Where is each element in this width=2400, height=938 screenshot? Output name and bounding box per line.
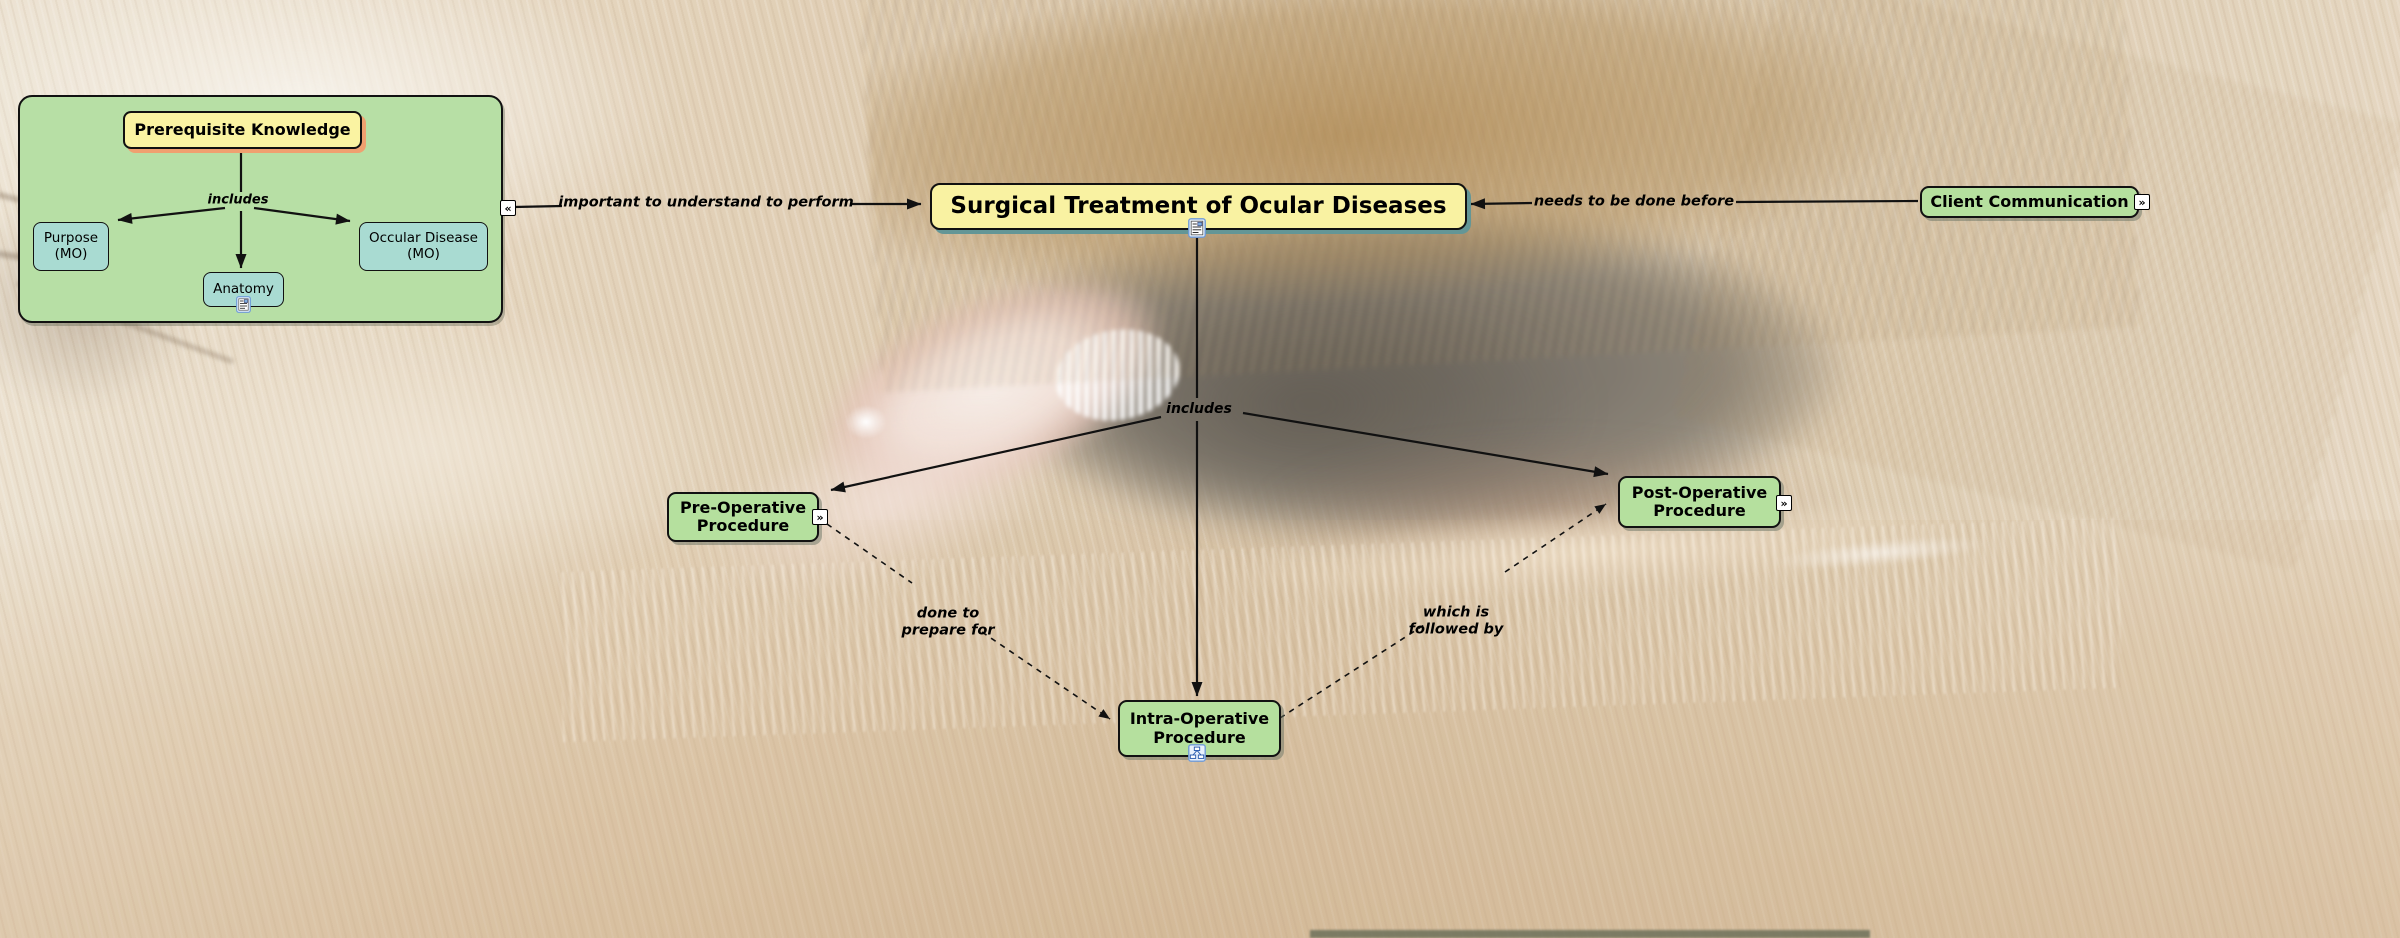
- dashed-line-followedby-to-postop[interactable]: [1504, 503, 1607, 573]
- node-label: Procedure: [1653, 501, 1746, 520]
- expand-icon[interactable]: »: [812, 509, 828, 525]
- expand-icon[interactable]: »: [1776, 495, 1792, 511]
- submap-icon[interactable]: [1188, 744, 1206, 762]
- dashed-line-intraop-to-followedby[interactable]: [1279, 624, 1425, 719]
- link-line-includes-to-postop[interactable]: [1242, 411, 1609, 478]
- node-label: Client Communication: [1930, 191, 2129, 211]
- node-label: Surgical Treatment of Ocular Diseases: [950, 193, 1447, 220]
- node-label: Purpose: [43, 229, 99, 246]
- link-line-client-to-needs[interactable]: [1735, 199, 1919, 204]
- node-post-operative-procedure[interactable]: Post-Operative Procedure: [1618, 476, 1781, 528]
- link-label-needs-to-be-done-before[interactable]: needs to be done before: [1533, 193, 1735, 210]
- dashed-line-doneto-to-intraop[interactable]: [981, 631, 1111, 720]
- node-client-communication[interactable]: Client Communication: [1920, 186, 2139, 218]
- resource-icon[interactable]: [236, 296, 251, 313]
- node-label: (MO): [407, 245, 440, 262]
- link-line-includes-to-preop[interactable]: [830, 415, 1162, 493]
- link-label-line: followed by: [1408, 621, 1504, 637]
- link-label-line: done to: [916, 605, 980, 622]
- collapse-icon[interactable]: «: [500, 200, 516, 216]
- expand-icon[interactable]: »: [2134, 194, 2150, 210]
- link-label-important-to-understand[interactable]: important to understand to perform: [558, 194, 854, 211]
- node-label: Procedure: [696, 516, 790, 535]
- node-prerequisite-knowledge[interactable]: Prerequisite Knowledge: [123, 111, 362, 149]
- link-label-done-to-prepare-for[interactable]: done to prepare for: [902, 605, 995, 638]
- link-line-includes-to-occular[interactable]: [253, 206, 351, 225]
- node-pre-operative-procedure[interactable]: Pre-Operative Procedure: [667, 492, 819, 542]
- node-label: Anatomy: [213, 280, 274, 297]
- resource-icon[interactable]: [1188, 218, 1206, 238]
- node-label: Pre-Operative: [679, 497, 807, 517]
- node-label: Post-Operative: [1631, 482, 1768, 502]
- link-label-includes-panel[interactable]: includes: [207, 192, 269, 208]
- dashed-line-preop-to-doneto[interactable]: [826, 523, 913, 584]
- link-line-includes-to-purpose[interactable]: [117, 206, 226, 224]
- link-line-panel-to-important[interactable]: [513, 204, 563, 209]
- link-label-line: prepare for: [901, 622, 995, 638]
- link-line-needs-to-title[interactable]: [1470, 198, 1533, 210]
- node-occular-disease-mo[interactable]: Occular Disease (MO): [359, 222, 488, 271]
- link-label-includes-main[interactable]: includes: [1166, 401, 1232, 418]
- link-label-line: which is: [1422, 604, 1490, 621]
- node-label: Intra-Operative: [1129, 709, 1270, 729]
- node-label: Prerequisite Knowledge: [134, 119, 351, 139]
- node-label: (MO): [54, 245, 88, 262]
- node-label: Occular Disease: [369, 229, 478, 246]
- link-label-which-is-followed-by[interactable]: which is followed by: [1409, 604, 1504, 637]
- node-purpose-mo[interactable]: Purpose (MO): [33, 222, 109, 271]
